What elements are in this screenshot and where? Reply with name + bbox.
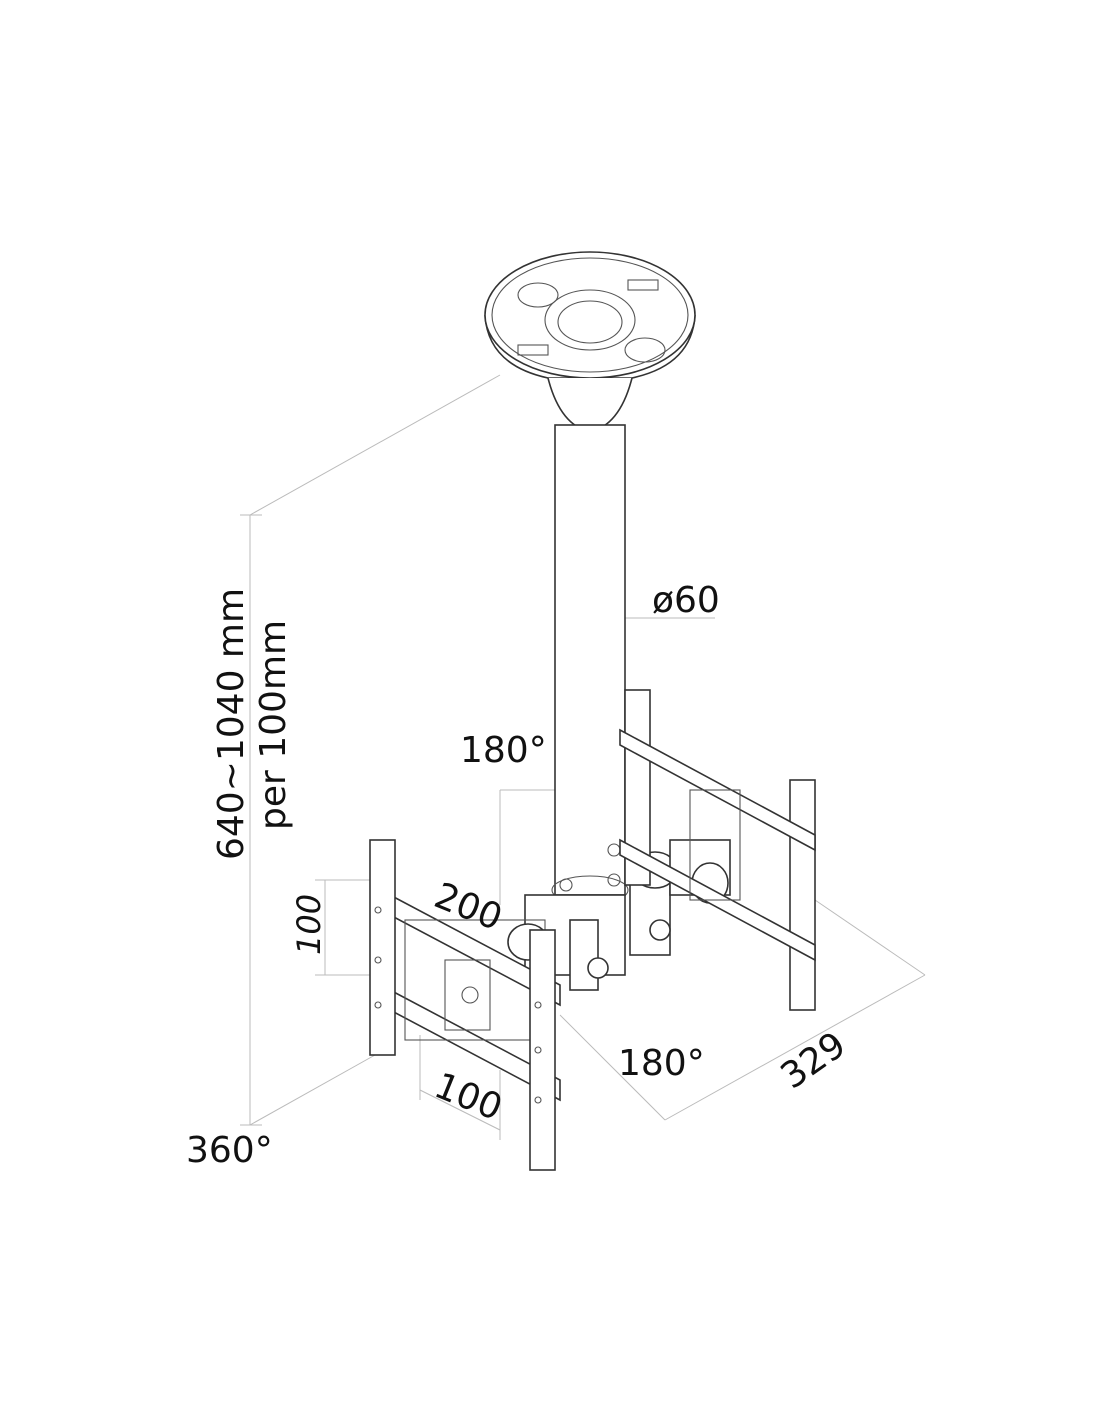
left-vesa-bracket xyxy=(369,839,561,1171)
rotation-bottom-label: 180° xyxy=(618,1043,705,1084)
depth-label: 329 xyxy=(774,1024,854,1097)
rotation-top-label: 180° xyxy=(460,730,547,771)
height-step-label: per 100mm xyxy=(253,620,294,830)
right-vesa-bracket xyxy=(619,689,816,1011)
ceiling-plate xyxy=(484,251,696,433)
vesa-vertical-label: 100 xyxy=(290,894,328,955)
extension-tube xyxy=(551,424,629,905)
tube-diameter-label: ø60 xyxy=(652,580,720,621)
vesa-width-bottom-label: 100 xyxy=(429,1065,508,1129)
swivel-label: 360° xyxy=(186,1130,273,1171)
height-range-label: 640~1040 mm xyxy=(211,588,252,860)
